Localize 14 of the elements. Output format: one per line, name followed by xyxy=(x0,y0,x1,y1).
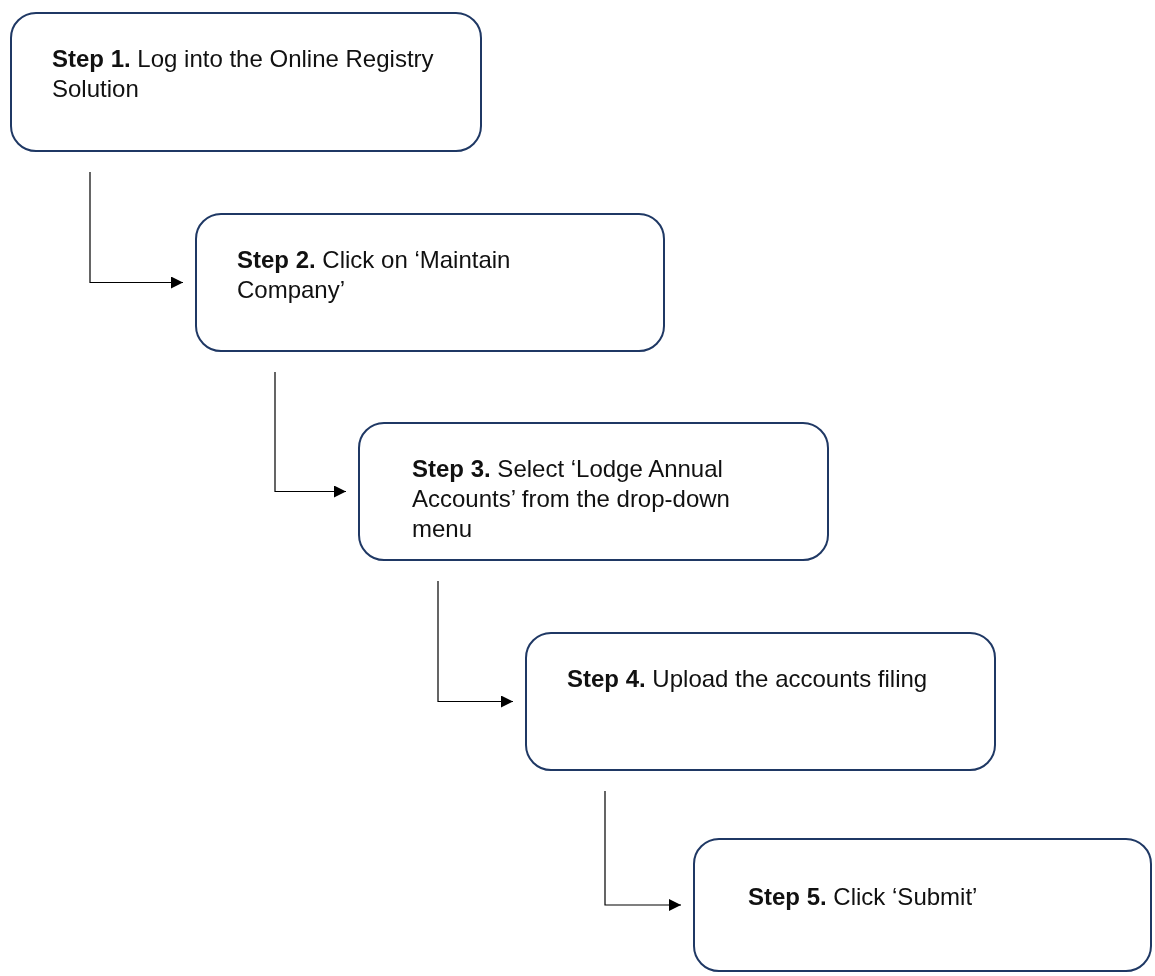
arrow xyxy=(89,171,184,289)
step-text: Step 1. Log into the Online Registry Solution xyxy=(52,44,435,104)
process-box xyxy=(195,213,665,352)
step-text: Step 5. Click ‘Submit’ xyxy=(748,882,979,912)
arrow xyxy=(437,580,514,708)
process-box xyxy=(525,632,996,771)
step-text: Step 2. Click on ‘Maintain Company’ xyxy=(237,245,512,305)
step-text: Step 3. Select ‘Lodge Annual Accounts’ from the drop-down menu xyxy=(412,454,731,544)
process-box xyxy=(693,838,1152,972)
step-text: Step 4. Upload the accounts filing xyxy=(567,664,929,694)
process-box xyxy=(358,422,829,561)
arrow xyxy=(604,790,682,911)
process-box xyxy=(10,12,482,152)
arrow xyxy=(274,371,347,498)
